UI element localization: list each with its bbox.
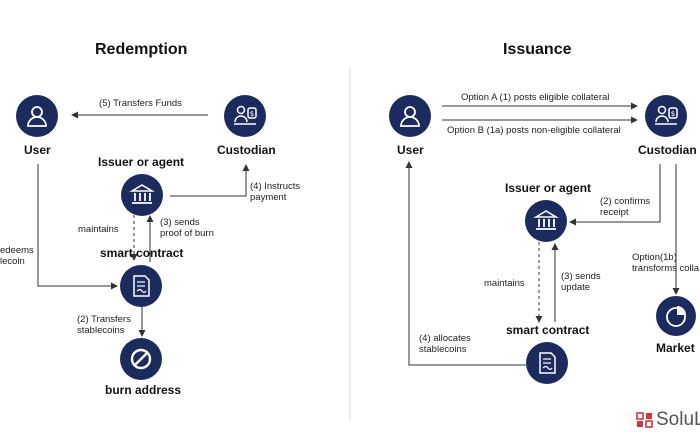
edge-label-transforms-line1: Option(1b) [632,252,677,263]
edge-label-sends-line2: proof of burn [160,228,214,239]
issuance-user-label: User [397,143,424,157]
edge-label-transforms-line2: transforms colla [632,263,700,274]
edge-label-maintains: maintains [78,224,119,235]
issuance-issuer-node [525,200,567,242]
issuance-contract-label: smart contract [506,323,590,337]
redemption-contract-node [120,265,162,307]
contract-icon [133,275,150,297]
redemption-title: Redemption [95,41,188,58]
edge-label-transfers-line2: stablecoins [77,325,125,336]
edge-label-option-b: Option B (1a) posts non-eligible collate… [447,125,621,136]
user-icon [400,106,420,127]
user-icon [27,106,47,127]
issuance-user-node [389,95,431,137]
bank-icon [533,210,559,230]
arrow-confirms-receipt [569,164,661,226]
arrow-redeems-stablecoin [37,164,118,290]
edge-label-instructs-line1: (4) Instructs [250,181,301,192]
edge-label-maintains-issuance: maintains [484,278,525,289]
redemption-issuer-node [121,174,163,216]
custodian-icon: $ [234,105,257,125]
redemption-contract-label: smart contract [100,246,184,260]
edge-label-option-a: Option A (1) posts eligible collateral [461,92,610,103]
issuance-market-label: Market [656,341,695,355]
issuance-custodian-node: $ [645,95,687,137]
prohibited-icon [130,348,152,370]
edge-label-sends-update-line1: (3) sends [561,271,601,282]
arrow-instructs-payment [170,164,250,197]
brand-wordmark: SoluL [656,409,700,430]
redemption-burn-node [120,338,162,380]
edge-label-instructs-line2: payment [250,192,287,203]
issuance-title: Issuance [503,41,572,58]
custodian-icon: $ [655,105,678,125]
bank-icon [129,184,155,204]
issuance-market-node [656,296,696,336]
redemption-burn-label: burn address [105,383,182,397]
redemption-user-label: User [24,143,51,157]
edge-label-confirms-line1: (2) confirms [600,196,651,207]
issuance-issuer-label: Issuer or agent [505,181,592,195]
edge-label-transfers-funds: (5) Transfers Funds [99,98,182,109]
edge-label-allocates-line1: (4) allocates [419,333,471,344]
redemption-custodian-node: $ [224,95,266,137]
edge-label-transfers-line1: (2) Transfers [77,314,131,325]
issuance-custodian-label: Custodian [638,143,697,157]
edge-label-redeems-line2: lecoin [0,256,25,267]
pie-chart-icon [666,306,686,327]
edge-label-allocates-line2: stablecoins [419,344,467,355]
edge-label-sends-update-line2: update [561,282,591,293]
contract-icon [539,352,556,374]
brand-logo-mark [636,412,653,428]
redemption-issuer-label: Issuer or agent [98,155,185,169]
redemption-user-node [16,95,58,137]
edge-label-confirms-line2: receipt [600,207,629,218]
edge-label-sends-line1: (3) sends [160,217,200,228]
svg-text:$: $ [250,110,254,118]
redemption-custodian-label: Custodian [217,143,276,157]
issuance-contract-node [526,342,568,384]
edge-label-redeems-line1: edeems [0,245,34,256]
svg-text:$: $ [671,110,675,118]
arrow-allocates-stablecoins [405,161,526,366]
